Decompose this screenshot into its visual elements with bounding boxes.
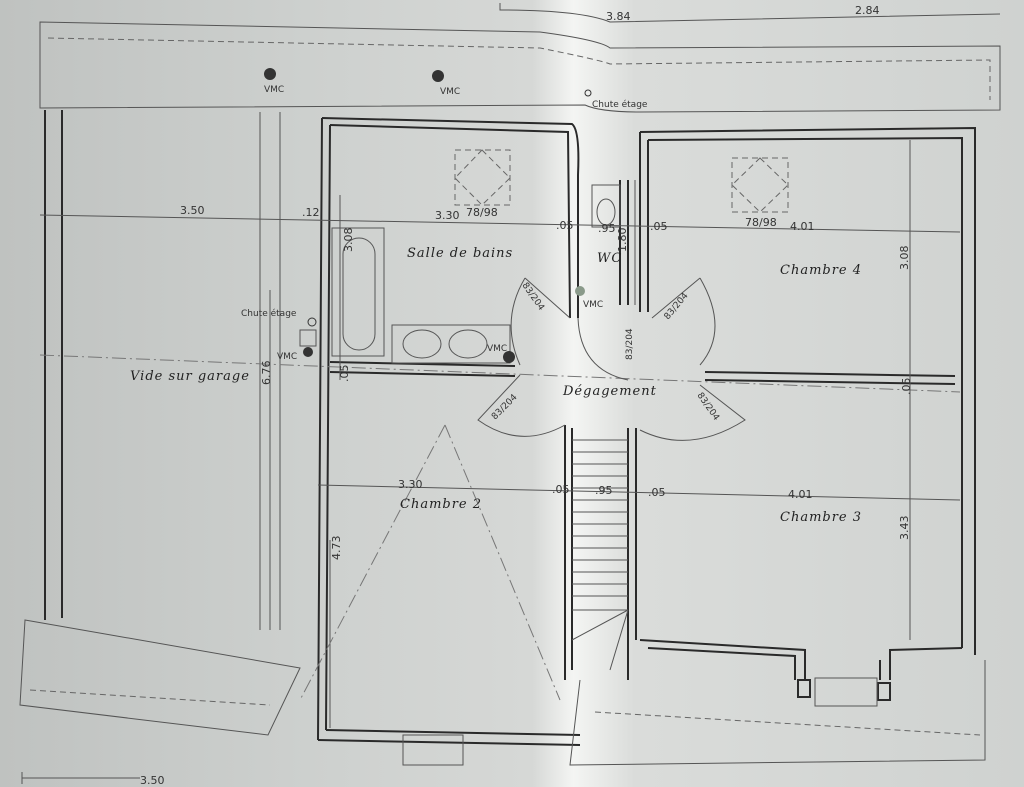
wall-stairs — [564, 425, 637, 680]
roof-dash — [29, 689, 271, 706]
wall-bottom-ch2 — [317, 729, 581, 746]
dim-stair-wall: .05 — [552, 483, 570, 496]
dim-corridor-wall: .05 — [338, 365, 351, 383]
vmc-icon — [432, 70, 444, 82]
room-label-wc: WC — [597, 251, 622, 266]
door-size: 83/204 — [695, 391, 722, 423]
window-jamb — [797, 679, 811, 698]
wall-bath-inner — [329, 124, 571, 319]
window-jamb — [877, 682, 891, 701]
room-label-garage: Vide sur garage — [130, 369, 250, 384]
roof-overhang-bottom-right — [569, 660, 986, 766]
toilet-bowl — [596, 198, 616, 226]
dim-top-1: 3.84 — [606, 10, 631, 23]
vmc-label: VMC — [277, 352, 297, 362]
dim-garage-height: 6.76 — [260, 361, 273, 386]
duct-box — [299, 329, 317, 347]
dimension-line-upper — [39, 214, 961, 233]
window-ch4: 78/98 — [745, 216, 777, 229]
dim-bath-height: 3.08 — [342, 228, 355, 253]
door-ch4 — [651, 277, 716, 366]
door-bath — [510, 277, 571, 366]
room-label-ch2: Chambre 2 — [400, 497, 482, 512]
dim-bottom-left: 3.50 — [140, 774, 165, 787]
skylight-ch4 — [731, 157, 789, 213]
dim-stair-wall: .05 — [648, 486, 666, 499]
wall-bottom-ch3 — [639, 639, 963, 680]
roof-dash-top — [47, 37, 991, 100]
vmc-icon — [264, 68, 276, 80]
vmc-label: VMC — [440, 87, 460, 97]
door-ch3 — [639, 384, 746, 441]
dim-wall: .12 — [302, 206, 320, 219]
door-wc — [577, 317, 629, 381]
vmc-icon — [575, 286, 585, 296]
door-size: 83/204 — [490, 392, 520, 422]
skylight-bath — [454, 149, 511, 206]
wall-bath — [321, 117, 580, 318]
roof-dash — [594, 711, 981, 736]
dimension-lines-vertical — [269, 140, 911, 728]
dimension-line-top — [499, 3, 1001, 23]
door-size: 83/204 — [520, 281, 547, 313]
axis-line — [39, 354, 961, 393]
dimension-line-lower — [317, 484, 961, 501]
window-ch3 — [814, 677, 878, 707]
room-label-ch3: Chambre 3 — [780, 510, 862, 525]
garage-lines — [259, 112, 281, 630]
window-ch2 — [402, 734, 464, 766]
dim-left-width: 3.50 — [180, 204, 205, 217]
room-label-corridor: Dégagement — [562, 384, 657, 399]
dim-wc-wall: .05 — [650, 220, 668, 233]
dim-ch2-height: 4.73 — [330, 536, 343, 561]
roof-slope — [299, 424, 561, 701]
staircase — [571, 439, 629, 671]
chute-label: Chute étage — [241, 308, 297, 319]
sink-icon — [402, 329, 442, 359]
dimension-line-bottom — [21, 772, 140, 784]
bathtub — [331, 227, 385, 357]
vmc-label: VMC — [264, 85, 284, 95]
toilet-icon — [591, 184, 621, 228]
vmc-icon — [303, 347, 313, 357]
roof-overhang-top — [39, 21, 1001, 113]
vmc-label: VMC — [487, 344, 507, 354]
wall-ch4-left — [639, 132, 649, 312]
dim-stair-width: .95 — [595, 484, 613, 497]
door-size: 83/204 — [625, 328, 635, 360]
window-bath: 78/98 — [466, 206, 498, 219]
chute-icon — [307, 317, 317, 327]
dim-bath-width: 3.30 — [435, 209, 460, 222]
wall-ch4-ch3 — [704, 371, 956, 385]
dim-bath-wall: .05 — [556, 219, 574, 232]
room-label-bath: Salle de bains — [407, 246, 513, 261]
wall-bath-corridor — [329, 361, 516, 377]
chute-icon — [584, 89, 592, 97]
bathtub-inner — [342, 237, 376, 351]
dim-ch4-height: 3.08 — [898, 246, 911, 271]
door-size: 83/204 — [663, 291, 691, 322]
chute-label: Chute étage — [592, 99, 648, 110]
dim-ch3-wall: .05 — [900, 378, 913, 396]
wall-ch2-left — [317, 117, 331, 741]
dim-ch2-width: 3.30 — [398, 478, 423, 491]
vanity — [391, 324, 511, 364]
room-label-ch4: Chambre 4 — [780, 263, 862, 278]
wall-left — [44, 110, 63, 620]
dim-ch3-width: 4.01 — [788, 488, 813, 501]
wall-right — [639, 126, 976, 655]
door-ch2 — [477, 374, 566, 437]
dim-wc-height: 1.80 — [616, 228, 629, 253]
roof-overhang-bottom-left — [19, 619, 301, 736]
dim-wc-width: .95 — [598, 222, 616, 235]
vmc-label: VMC — [583, 300, 603, 310]
dim-ch3-height: 3.43 — [898, 516, 911, 541]
dim-top-2: 2.84 — [855, 4, 880, 17]
sink-icon — [448, 329, 488, 359]
dim-ch4-width: 4.01 — [790, 220, 815, 233]
vmc-icon — [503, 351, 515, 363]
